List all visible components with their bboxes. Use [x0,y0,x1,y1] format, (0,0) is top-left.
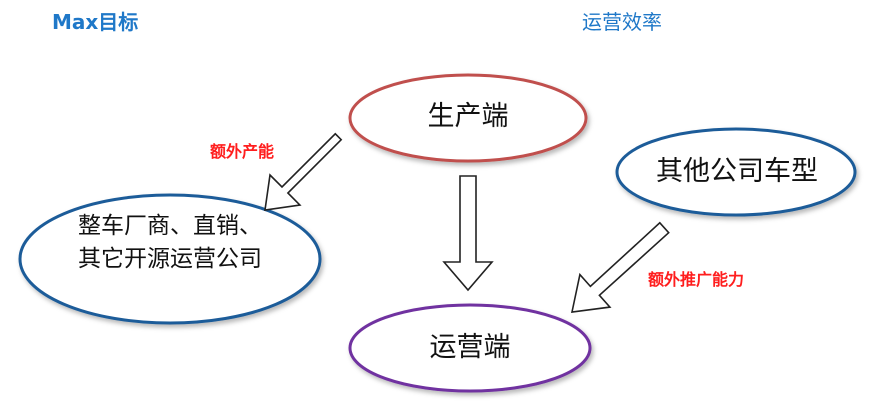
oems-node-shape [18,193,322,325]
production-node-shape [348,73,588,163]
production-node-label: 生产端 [427,101,509,132]
header-right-title: 运营效率 [582,10,662,34]
extra-capacity-label: 额外产能 [210,142,275,161]
other-companies-node-shape [615,127,857,217]
arrow-production-to-operations [442,175,494,292]
oems-node-label: 整车厂商、直销、其它开源运营公司 [78,213,262,272]
header-left-title: Max目标 [52,10,139,34]
arrow-production-to-oems [264,132,343,211]
operations-node-label: 运营端 [429,332,511,363]
other-companies-node-label: 其他公司车型 [656,156,818,187]
operations-node-shape [348,303,592,393]
extra-promotion-label: 额外推广能力 [648,270,745,289]
arrow-other-companies-to-operations [570,221,670,313]
